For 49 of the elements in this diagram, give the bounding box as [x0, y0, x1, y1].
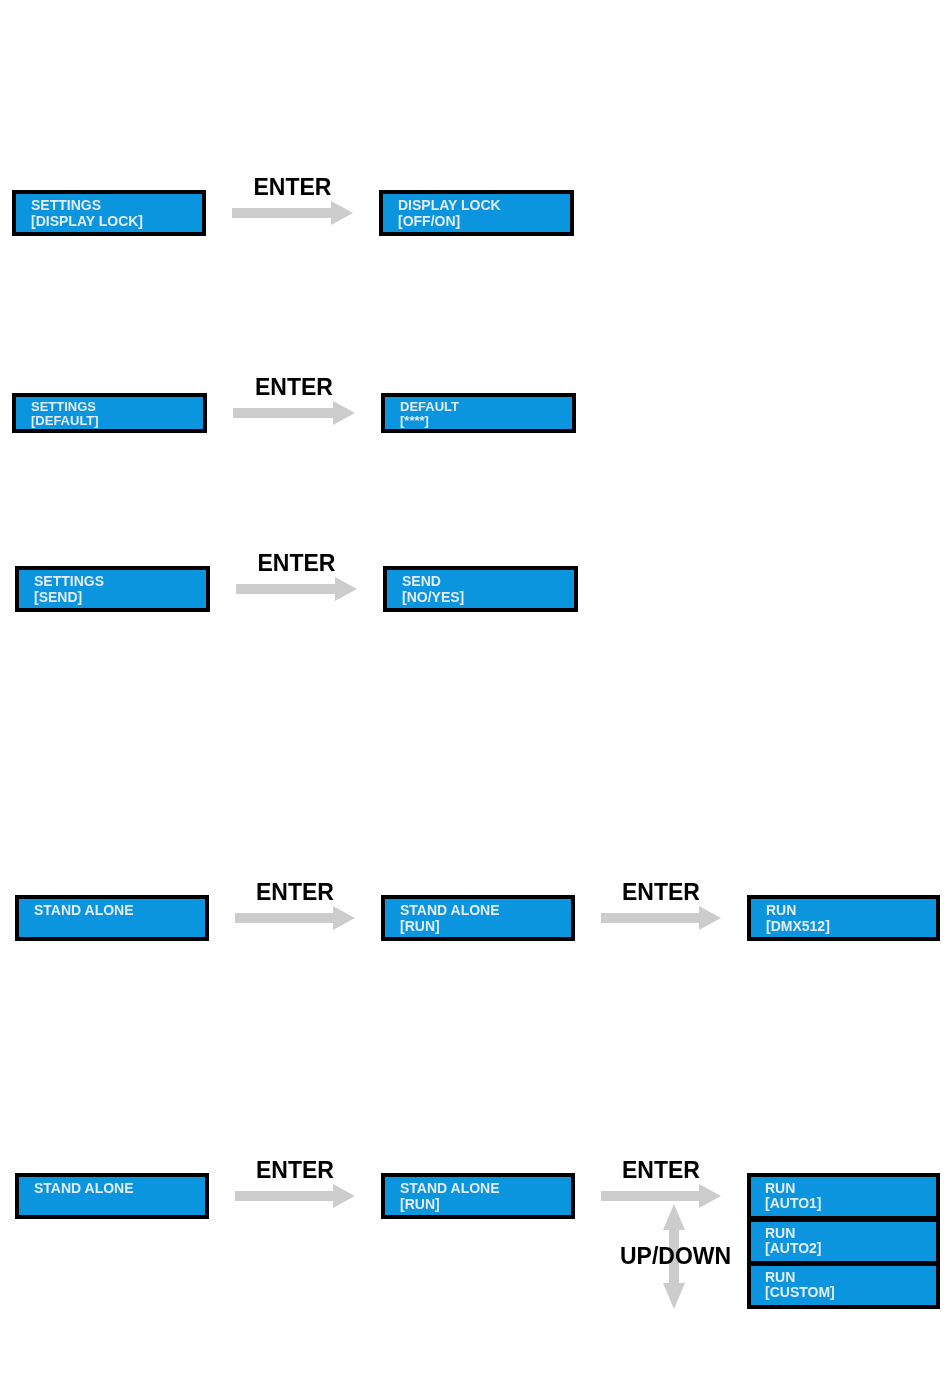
- display-text: RUN: [765, 1226, 796, 1241]
- display-text: STAND ALONE: [34, 902, 134, 918]
- display-text: [DMX512]: [766, 918, 830, 934]
- display-text: [RUN]: [400, 1196, 440, 1212]
- display-text: STAND ALONE: [34, 1180, 134, 1196]
- lcd-display: [751, 1222, 936, 1261]
- display-text: [****]: [400, 414, 429, 428]
- display-text: [SEND]: [34, 589, 83, 605]
- arrow: [601, 906, 721, 930]
- lcd-display: [379, 190, 574, 236]
- display-text: DISPLAY LOCK: [398, 197, 501, 213]
- arrow: [235, 906, 355, 930]
- lcd-display: [383, 566, 578, 612]
- arrow: [235, 1184, 355, 1208]
- arrow: [236, 577, 357, 601]
- display-text: [AUTO1]: [765, 1196, 822, 1211]
- display-text: SETTINGS: [31, 400, 96, 414]
- lcd-display: [15, 895, 209, 941]
- lcd-display: [381, 895, 575, 941]
- display-text: [CUSTOM]: [765, 1285, 835, 1300]
- display-text: STAND ALONE: [400, 902, 500, 918]
- display-panel: [747, 1173, 940, 1309]
- lcd-display: [751, 1266, 936, 1305]
- lcd-display: [381, 1173, 575, 1219]
- display-text: DEFAULT: [400, 400, 459, 414]
- lcd-display: [12, 190, 206, 236]
- display-text: STAND ALONE: [400, 1180, 500, 1196]
- lcd-display: [747, 895, 940, 941]
- display-text: [DISPLAY LOCK]: [31, 213, 143, 229]
- arrow: [233, 401, 355, 425]
- direction-label: UP/DOWN: [620, 1245, 732, 1268]
- display-text: RUN: [765, 1270, 796, 1285]
- display-text: [OFF/ON]: [398, 213, 461, 229]
- lcd-display: [12, 393, 207, 433]
- arrow: [232, 201, 353, 225]
- display-text: [RUN]: [400, 918, 440, 934]
- lcd-display: [751, 1177, 936, 1216]
- display-text: SEND: [402, 573, 441, 589]
- display-text: [NO/YES]: [402, 589, 465, 605]
- display-text: [DEFAULT]: [31, 414, 99, 428]
- lcd-display: [381, 393, 576, 433]
- lcd-display: [15, 566, 210, 612]
- display-text: SETTINGS: [31, 197, 101, 213]
- display-text: RUN: [765, 1181, 796, 1196]
- display-text: SETTINGS: [34, 573, 104, 589]
- display-text: [AUTO2]: [765, 1241, 822, 1256]
- display-text: RUN: [766, 902, 797, 918]
- lcd-display: [15, 1173, 209, 1219]
- arrow: [601, 1184, 721, 1208]
